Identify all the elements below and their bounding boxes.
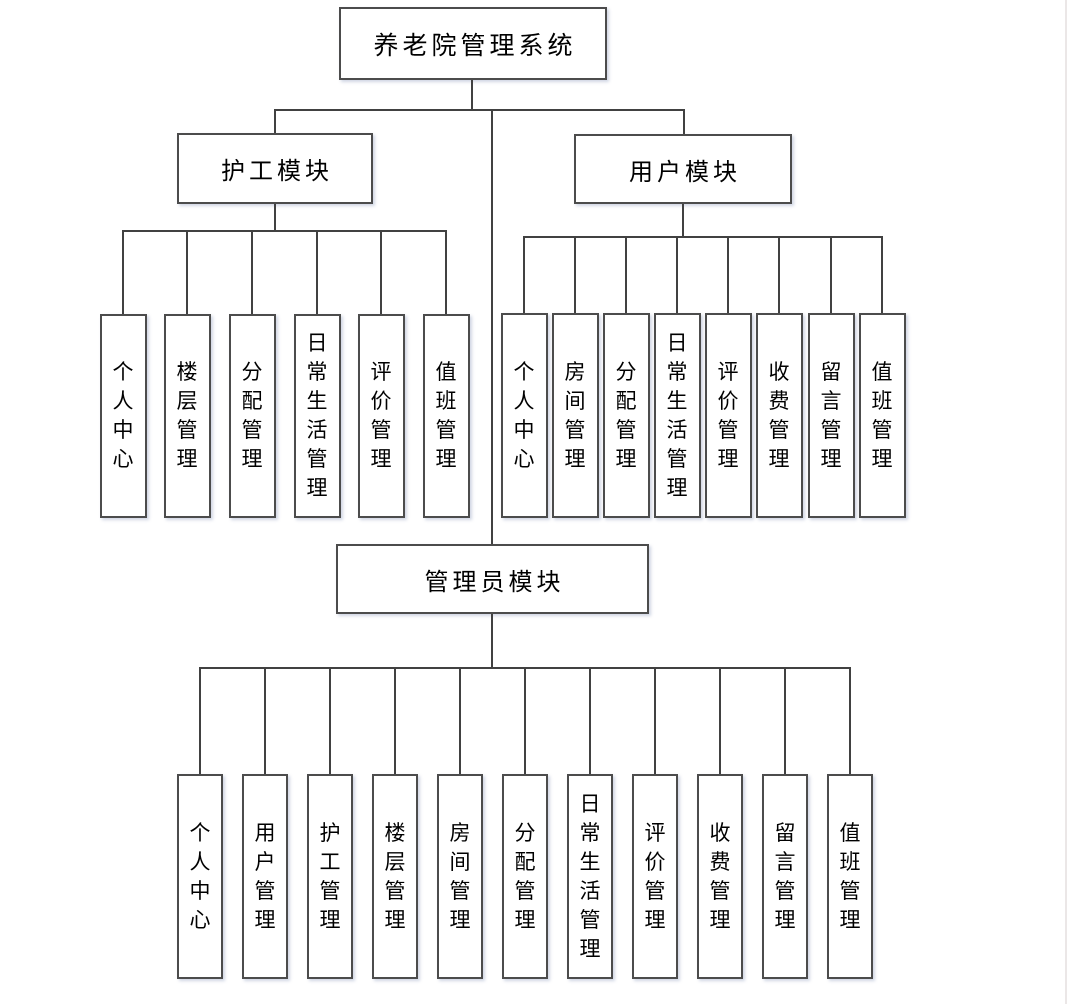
connector-line: [727, 237, 729, 313]
node-leaf-label: 个人中心: [189, 821, 211, 932]
node-user-leaf-8: 值班管理: [858, 313, 906, 518]
connector-line: [491, 110, 493, 544]
connector-line: [274, 204, 276, 231]
node-caregiver-leaf-4: 日常生活管理: [293, 314, 341, 518]
connector-line: [523, 236, 883, 238]
node-leaf-label: 楼层管理: [176, 361, 198, 471]
connector-line: [654, 668, 656, 774]
node-user-leaf-2: 房间管理: [551, 313, 599, 518]
node-leaf-label: 房间管理: [564, 360, 586, 471]
node-leaf-label: 收费管理: [768, 360, 790, 471]
connector-line: [471, 80, 473, 111]
node-caregiver-leaf-2: 楼层管理: [163, 314, 211, 518]
node-caregiver-leaf-5: 评价管理: [357, 314, 405, 518]
node-admin-leaf-4: 楼层管理: [372, 774, 418, 979]
node-leaf-label: 值班管理: [839, 821, 861, 932]
node-caregiver-leaf-1: 个人中心: [99, 314, 147, 518]
connector-line: [274, 110, 276, 133]
connector-line: [682, 204, 684, 237]
node-admin-leaf-7: 日常生活管理: [567, 774, 613, 979]
right-edge-line: [1065, 0, 1067, 1004]
node-leaf-label: 房间管理: [449, 821, 471, 932]
node-leaf-label: 留言管理: [820, 360, 842, 471]
node-leaf-label: 护工管理: [319, 821, 341, 932]
node-user-module-label: 用户模块: [629, 158, 741, 186]
connector-line: [394, 668, 396, 774]
connector-line: [274, 109, 685, 111]
node-admin-leaf-5: 房间管理: [437, 774, 483, 979]
connector-line: [524, 668, 526, 774]
node-user-leaf-4: 日常生活管理: [653, 313, 701, 518]
connector-line: [491, 614, 493, 668]
connector-line: [264, 668, 266, 774]
node-leaf-label: 留言管理: [774, 821, 796, 932]
connector-line: [329, 668, 331, 774]
node-user-leaf-5: 评价管理: [704, 313, 752, 518]
node-admin-leaf-10: 留言管理: [762, 774, 808, 979]
node-leaf-label: 楼层管理: [384, 821, 406, 932]
node-caregiver-leaf-3: 分配管理: [228, 314, 276, 518]
connector-line: [849, 668, 851, 774]
node-root-label: 养老院管理系统: [373, 31, 577, 60]
node-admin-leaf-8: 评价管理: [632, 774, 678, 979]
node-user-module: 用户模块: [574, 134, 792, 204]
node-caregiver-module-label: 护工模块: [221, 158, 333, 185]
node-leaf-label: 个人中心: [112, 361, 134, 471]
node-user-leaf-1: 个人中心: [500, 313, 548, 518]
node-leaf-label: 日常生活管理: [579, 792, 601, 961]
node-admin-leaf-9: 收费管理: [697, 774, 743, 979]
node-admin-leaf-1: 个人中心: [177, 774, 223, 979]
connector-line: [881, 237, 883, 313]
connector-line: [122, 231, 124, 314]
node-leaf-label: 用户管理: [254, 821, 276, 932]
connector-line: [676, 237, 678, 313]
connector-line: [778, 237, 780, 313]
node-leaf-label: 评价管理: [370, 361, 392, 471]
node-admin-leaf-6: 分配管理: [502, 774, 548, 979]
node-user-leaf-3: 分配管理: [602, 313, 650, 518]
connector-line: [459, 668, 461, 774]
node-leaf-label: 值班管理: [435, 361, 457, 471]
connector-line: [445, 231, 447, 314]
node-leaf-label: 分配管理: [241, 361, 263, 471]
node-admin-module-label: 管理员模块: [424, 568, 565, 596]
connector-line: [251, 231, 253, 314]
connector-line: [784, 668, 786, 774]
connector-line: [719, 668, 721, 774]
connector-line: [683, 110, 685, 134]
node-leaf-label: 收费管理: [709, 821, 731, 932]
node-caregiver-module: 护工模块: [177, 133, 373, 204]
node-leaf-label: 评价管理: [717, 360, 739, 471]
connector-line: [186, 231, 188, 314]
node-admin-module: 管理员模块: [336, 544, 649, 614]
connector-line: [122, 230, 447, 232]
node-user-leaf-7: 留言管理: [807, 313, 855, 518]
node-caregiver-leaf-6: 值班管理: [422, 314, 470, 518]
node-leaf-label: 日常生活管理: [666, 331, 688, 500]
node-leaf-label: 评价管理: [644, 821, 666, 932]
node-admin-leaf-2: 用户管理: [242, 774, 288, 979]
node-user-leaf-6: 收费管理: [755, 313, 803, 518]
connector-line: [830, 237, 832, 313]
node-admin-leaf-3: 护工管理: [307, 774, 353, 979]
node-leaf-label: 日常生活管理: [306, 332, 328, 500]
connector-line: [199, 668, 201, 774]
node-leaf-label: 分配管理: [615, 360, 637, 471]
connector-line: [625, 237, 627, 313]
connector-line: [589, 668, 591, 774]
node-leaf-label: 个人中心: [513, 360, 535, 471]
connector-line: [316, 231, 318, 314]
connector-line: [574, 237, 576, 313]
node-leaf-label: 值班管理: [871, 360, 893, 471]
node-leaf-label: 分配管理: [514, 821, 536, 932]
connector-line: [523, 237, 525, 313]
node-admin-leaf-11: 值班管理: [827, 774, 873, 979]
node-root: 养老院管理系统: [339, 7, 607, 80]
connector-line: [380, 231, 382, 314]
